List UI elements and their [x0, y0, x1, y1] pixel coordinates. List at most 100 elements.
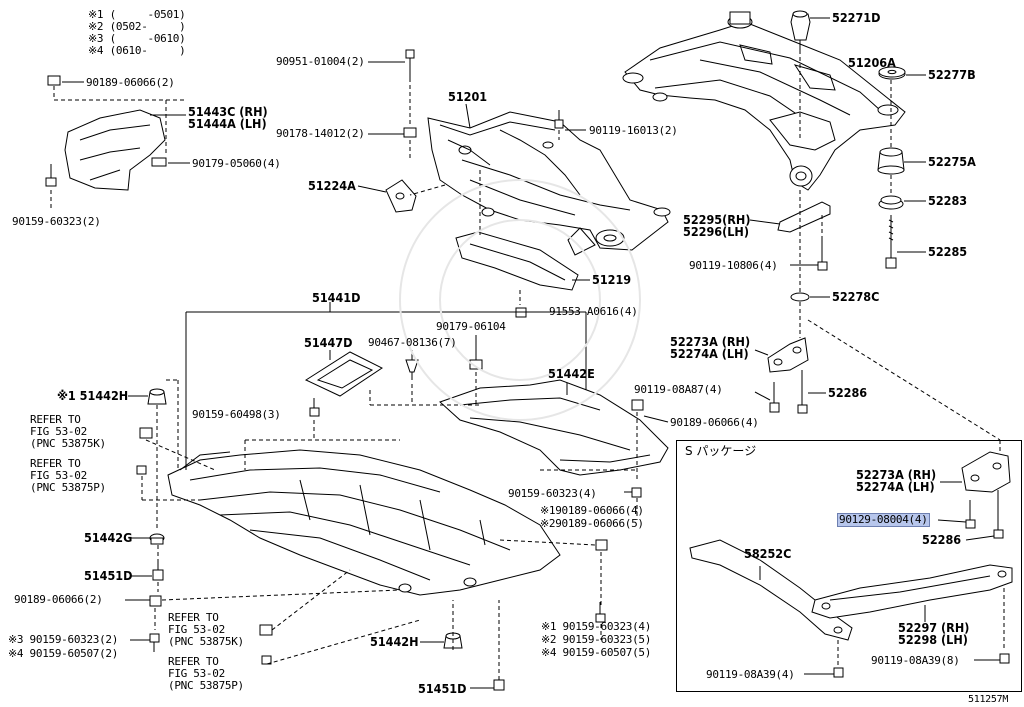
label-52285[interactable]: 52285 — [928, 244, 968, 259]
nut-90189-06066-2[interactable] — [149, 595, 162, 607]
label-51442g[interactable]: 51442G — [84, 530, 133, 545]
brace-52273a-s[interactable] — [961, 451, 1011, 493]
brace-58252c[interactable] — [689, 539, 853, 641]
label-90189-06066-top[interactable]: 90189-06066(2) — [86, 76, 175, 89]
grommet-51451d-b[interactable] — [493, 679, 505, 691]
rear-subframe-51206a[interactable] — [622, 11, 906, 191]
bracket-51224a[interactable] — [385, 179, 417, 213]
label-90159-60323-4[interactable]: 90159-60323(4) — [508, 487, 597, 500]
label-90129-08004[interactable]: 90129-08004(4) — [837, 513, 930, 527]
washer-52277b[interactable] — [878, 66, 906, 80]
label-x1-90159-60323[interactable]: ※1 90159-60323(4) — [541, 620, 652, 633]
label-52295[interactable]: 52295(RH) 52296(LH) — [683, 212, 751, 239]
bolt-90119-10806[interactable] — [817, 240, 828, 271]
engine-under-cover-51441d[interactable] — [167, 449, 561, 596]
label-refer-to-53875k-a[interactable]: REFER TO FIG 53-02 (PNC 53875K) — [30, 413, 106, 450]
brace-52297[interactable] — [811, 564, 1013, 619]
label-51224a[interactable]: 51224A — [308, 178, 356, 193]
label-52286[interactable]: 52286 — [828, 385, 868, 400]
label-52278c[interactable]: 52278C — [832, 289, 880, 304]
screw-53875p-b[interactable] — [261, 655, 272, 665]
label-90119-08a87[interactable]: 90119-08A87(4) — [634, 383, 723, 396]
label-91553-a0616[interactable]: 91553-A0616(4) — [549, 305, 638, 318]
screw-90159-60323-4[interactable] — [631, 487, 642, 498]
bolt-90129-08004[interactable] — [965, 500, 976, 529]
label-51441d[interactable]: 51441D — [312, 290, 361, 305]
label-52283[interactable]: 52283 — [928, 193, 968, 208]
bolt-52286[interactable] — [797, 370, 808, 414]
label-90951-01004[interactable]: 90951-01004(2) — [276, 55, 365, 68]
label-90119-08a39-8[interactable]: 90119-08A39(8) — [871, 654, 960, 667]
bolt-52286-s[interactable] — [993, 490, 1004, 539]
label-52297[interactable]: 52297 (RH) 52298 (LH) — [898, 620, 970, 647]
clip-90179-05060[interactable] — [151, 157, 167, 167]
stopper-52283[interactable] — [878, 195, 904, 210]
bracket-52295[interactable] — [777, 201, 831, 233]
washer-52278c[interactable] — [790, 292, 810, 302]
label-51219[interactable]: 51219 — [592, 272, 632, 287]
bushing-52271d[interactable] — [790, 10, 811, 50]
nut-90178-14012[interactable] — [403, 127, 417, 138]
bolt-90119-08a39-4[interactable] — [833, 667, 844, 678]
clip-53875k-a[interactable] — [139, 427, 153, 439]
label-refer-to-53875p-b[interactable]: REFER TO FIG 53-02 (PNC 53875P) — [168, 655, 244, 692]
label-x4-90159-60507[interactable]: ※4 90159-60507(2) — [8, 647, 119, 660]
screw-90159-60323-x3[interactable] — [149, 633, 160, 652]
nut-90189-06066-top[interactable] — [47, 75, 61, 86]
label-90467-08136[interactable]: 90467-08136(7) — [368, 336, 457, 349]
nut-90189-06066-x[interactable] — [595, 539, 608, 551]
screw-90159-60323-x1[interactable] — [595, 602, 606, 623]
label-51201[interactable]: 51201 — [448, 89, 488, 104]
screw-90159-60498[interactable] — [309, 398, 320, 417]
seal-51442h-a[interactable] — [147, 388, 167, 405]
label-90178-14012[interactable]: 90178-14012(2) — [276, 127, 365, 140]
label-58252c[interactable]: 58252C — [744, 546, 792, 561]
nut-90189-06066-4[interactable] — [631, 399, 644, 411]
label-90119-08a39-4[interactable]: 90119-08A39(4) — [706, 668, 795, 681]
label-refer-to-53875k-b[interactable]: REFER TO FIG 53-02 (PNC 53875K) — [168, 611, 244, 648]
label-refer-to-53875p-a[interactable]: REFER TO FIG 53-02 (PNC 53875P) — [30, 457, 106, 494]
label-52275a[interactable]: 52275A — [928, 154, 976, 169]
label-52277b[interactable]: 52277B — [928, 67, 976, 82]
side-cover-51443c[interactable] — [64, 109, 166, 191]
clip-53875k-b[interactable] — [259, 624, 273, 636]
label-x4-90159-60507-5[interactable]: ※4 90159-60507(5) — [541, 646, 652, 659]
plate-51219[interactable] — [455, 231, 579, 291]
bolt-90119-16013[interactable] — [554, 110, 564, 129]
label-51451d-b[interactable]: 51451D — [418, 681, 467, 696]
label-51206a[interactable]: 51206A — [848, 55, 896, 70]
grommet-51451d-a[interactable] — [152, 562, 164, 581]
label-90189-06066-2[interactable]: 90189-06066(2) — [14, 593, 103, 606]
label-52286-s[interactable]: 52286 — [922, 532, 962, 547]
label-52273a-s[interactable]: 52273A (RH) 52274A (LH) — [856, 467, 937, 494]
label-90179-05060[interactable]: 90179-05060(4) — [192, 157, 281, 170]
label-90119-16013[interactable]: 90119-16013(2) — [589, 124, 678, 137]
stud-90951-01004[interactable] — [405, 49, 415, 82]
bolt-90119-08a87[interactable] — [769, 382, 780, 413]
access-cover-51447d[interactable] — [304, 351, 383, 397]
front-crossmember-51201[interactable] — [427, 111, 671, 256]
screw-53875p-a[interactable] — [136, 465, 147, 475]
label-90189-x1[interactable]: ※190189-06066(4) — [540, 504, 644, 517]
label-52273a[interactable]: 52273A (RH) 52274A (LH) — [670, 334, 751, 361]
bushing-52275a[interactable] — [877, 147, 905, 175]
bolt-90119-08a39-8[interactable] — [999, 653, 1010, 664]
screw-90159-60323-top[interactable] — [45, 164, 57, 187]
label-x2-90159-60323[interactable]: ※2 90159-60323(5) — [541, 633, 652, 646]
label-51442h-b[interactable]: 51442H — [370, 634, 419, 649]
label-90159-60498[interactable]: 90159-60498(3) — [192, 408, 281, 421]
label-90159-60323-top[interactable]: 90159-60323(2) — [12, 215, 101, 228]
label-51442h-a[interactable]: ※1 51442H — [57, 388, 129, 403]
label-51443c[interactable]: 51443C (RH) 51444A (LH) — [188, 104, 268, 131]
label-90119-10806[interactable]: 90119-10806(4) — [689, 259, 778, 272]
brace-52273a[interactable] — [767, 337, 809, 373]
label-51447d[interactable]: 51447D — [304, 335, 353, 350]
label-90179-06104[interactable]: 90179-06104 — [436, 320, 506, 333]
label-90189-x2[interactable]: ※290189-06066(5) — [540, 517, 644, 530]
label-x3-90159-60323[interactable]: ※3 90159-60323(2) — [8, 633, 119, 646]
clip-90467-08136[interactable] — [405, 359, 419, 380]
label-51442e[interactable]: 51442E — [548, 366, 595, 381]
bolt-52285[interactable] — [885, 215, 897, 269]
label-90189-06066-4[interactable]: 90189-06066(4) — [670, 416, 759, 429]
seal-51442g[interactable] — [149, 533, 165, 545]
